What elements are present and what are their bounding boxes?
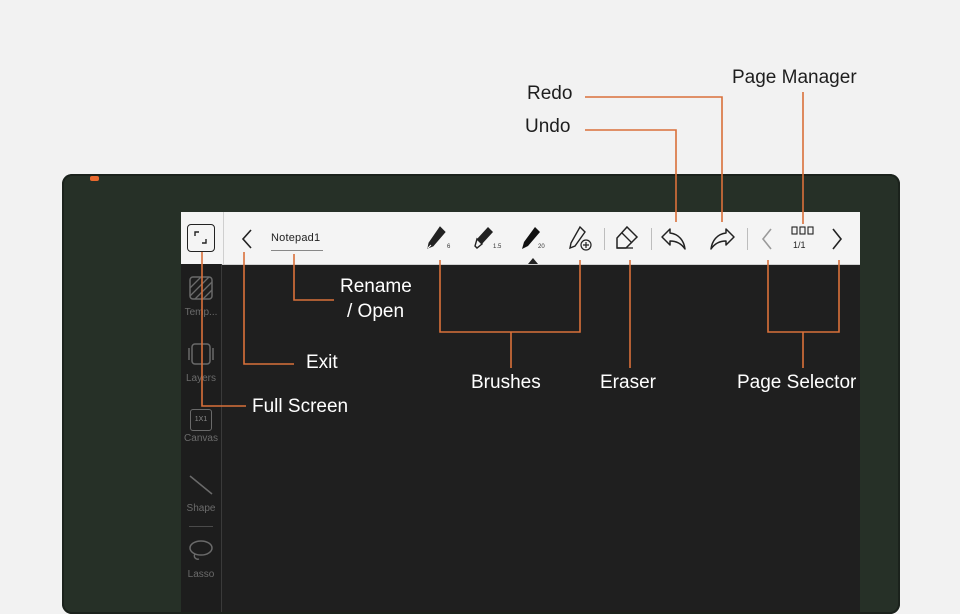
next-page-chevron-icon[interactable] <box>829 227 845 251</box>
label-rename-line2: / Open <box>347 301 405 322</box>
canvas-icon: 1X1 <box>190 409 212 431</box>
exit-chevron-left-icon[interactable] <box>239 228 255 250</box>
full-screen-button[interactable] <box>187 224 215 252</box>
brush-pencil-size: 20 <box>538 244 545 250</box>
notepad-title-underline <box>271 250 323 251</box>
canvas-scale-badge: 1X1 <box>194 416 208 423</box>
page-grid-icon <box>791 226 814 235</box>
add-brush-icon[interactable] <box>567 224 593 254</box>
sidebar-item-label: Canvas <box>184 433 218 444</box>
brush-marker-button[interactable]: 1.5 <box>473 224 503 254</box>
toolbar-divider <box>651 228 652 250</box>
sidebar-item-label: Shape <box>186 503 216 514</box>
label-undo: Undo <box>525 116 571 137</box>
previous-page-chevron-icon[interactable] <box>759 227 775 251</box>
notepad-title[interactable]: Notepad1 <box>271 232 321 244</box>
full-screen-icon <box>194 231 207 244</box>
page-manager-button[interactable] <box>787 223 819 255</box>
undo-icon[interactable] <box>659 226 689 252</box>
lasso-icon <box>189 540 213 560</box>
sidebar-item-label: Temp... <box>184 307 218 318</box>
label-redo: Redo <box>527 83 573 104</box>
template-icon <box>189 276 213 300</box>
label-brushes: Brushes <box>471 372 541 393</box>
sidebar-item-layers[interactable]: Layers <box>181 342 221 384</box>
marker-icon <box>474 227 493 249</box>
top-toolbar: Notepad1 6 1.5 20 <box>181 212 860 265</box>
selected-indicator-icon <box>528 258 538 264</box>
label-page-manager: Page Manager <box>732 67 857 88</box>
brush-pencil-button[interactable]: 20 <box>520 224 550 264</box>
sidebar-divider <box>189 526 213 527</box>
eraser-icon[interactable] <box>613 224 641 252</box>
label-page-selector: Page Selector <box>737 372 857 393</box>
pencil-icon <box>522 227 540 249</box>
sidebar-item-templates[interactable]: Temp... <box>181 276 221 318</box>
label-full-screen: Full Screen <box>252 396 349 417</box>
brush-pen-size: 6 <box>447 244 451 250</box>
brush-pen-button[interactable]: 6 <box>425 224 455 254</box>
sidebar-item-canvas[interactable]: 1X1 Canvas <box>181 408 221 444</box>
pen-icon <box>427 226 446 249</box>
label-exit: Exit <box>306 352 338 373</box>
label-rename-line1: Rename <box>340 276 412 297</box>
layers-icon <box>188 343 214 365</box>
label-eraser: Eraser <box>600 372 656 393</box>
toolbar-divider <box>604 228 605 250</box>
toolbar-divider <box>747 228 748 250</box>
sidebar-item-label: Lasso <box>187 569 215 580</box>
shape-line-icon <box>189 475 213 495</box>
redo-icon[interactable] <box>707 226 737 252</box>
sidebar-item-shape[interactable]: Shape <box>181 474 221 514</box>
left-tool-sidebar: Temp... Layers 1X1 Canvas Shape <box>181 264 222 612</box>
sidebar-item-label: Layers <box>185 373 216 384</box>
page-counter[interactable]: 1/1 <box>793 240 806 250</box>
brush-marker-size: 1.5 <box>493 244 502 250</box>
sidebar-item-lasso[interactable]: Lasso <box>181 538 221 580</box>
power-led <box>90 176 99 181</box>
toolbar-divider <box>223 212 224 264</box>
